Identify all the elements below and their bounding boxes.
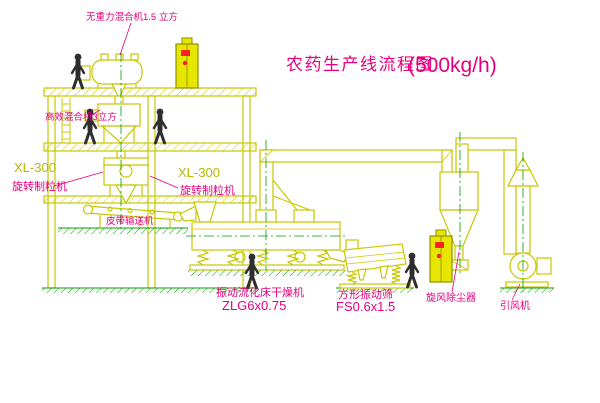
centerlines	[120, 52, 524, 292]
worker-roof	[72, 54, 84, 88]
label-belt-conveyor: 皮带输送机	[106, 215, 154, 227]
diagram-title: 农药生产线流程图	[286, 55, 434, 74]
label-fan: 引风机	[500, 299, 530, 312]
exhaust-duct	[259, 149, 453, 213]
control-cabinet-1	[175, 37, 199, 89]
worker-floor2-right	[154, 109, 166, 143]
floor3-slab	[43, 195, 257, 204]
label-granulator-center: 旋转制粒机	[180, 183, 235, 197]
label-cyclone: 旋风除尘器	[426, 291, 476, 304]
roof-slab	[43, 87, 257, 97]
label-granulator-center-model: XL-300	[178, 165, 220, 180]
indicator-panel	[181, 50, 190, 56]
ladder	[61, 98, 71, 143]
text-labels: 无重力混合机1.5 立方 农药生产线流程图 (500kg/h) 高效混合机3立方…	[12, 11, 530, 314]
belt-conveyor	[82, 204, 197, 228]
label-high-efficiency-mixer: 高效混合机3立方	[45, 111, 117, 123]
floor2-slab	[43, 142, 257, 152]
diagram-title-capacity: (500kg/h)	[408, 54, 497, 77]
label-granulator-left-model: XL-300	[14, 160, 56, 175]
fluid-bed-dryer	[188, 201, 349, 276]
label-dryer-model: ZLG6x0.75	[222, 298, 286, 313]
worker-sieve	[406, 253, 418, 287]
indicator-light	[436, 253, 442, 259]
square-vibrating-sieve	[339, 239, 411, 289]
label-sieve-model: FS0.6x1.5	[336, 299, 395, 314]
indicator-light	[182, 60, 188, 66]
leader-lines	[53, 22, 521, 301]
granulator	[103, 150, 149, 205]
indicator-panel	[435, 242, 444, 248]
label-sieve: 方形振动筛	[338, 287, 393, 301]
label-dryer: 振动流化床干燥机	[216, 285, 304, 299]
induced-draft-fan	[505, 252, 552, 288]
control-cabinet-2	[429, 229, 453, 283]
label-granulator-left: 旋转制粒机	[12, 179, 67, 193]
label-gravity-mixer: 无重力混合机1.5 立方	[86, 11, 178, 23]
building-structure	[43, 87, 257, 289]
